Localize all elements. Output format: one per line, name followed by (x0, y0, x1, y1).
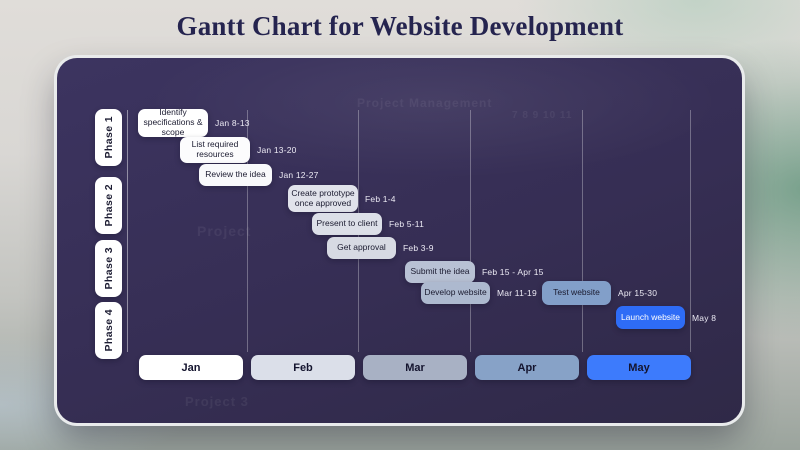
phase-label-phase-4[interactable]: Phase 4 (95, 302, 122, 359)
task-date-label: Feb 3-9 (403, 243, 434, 253)
month-gridline (690, 110, 691, 352)
task-bar-develop-website[interactable]: Develop website (421, 282, 490, 304)
task-date-label: Feb 15 - Apr 15 (482, 267, 544, 277)
month-cell-feb[interactable]: Feb (251, 355, 355, 380)
month-gridline (247, 110, 248, 352)
task-bar-identify-specifications-scope[interactable]: Identify specifications & scope (138, 107, 208, 137)
background-watermark: Project 3 (185, 394, 249, 409)
month-gridline (582, 110, 583, 352)
task-bar-present-to-client[interactable]: Present to client (312, 213, 382, 235)
phase-label-text: Phase 1 (102, 116, 115, 159)
phase-label-phase-3[interactable]: Phase 3 (95, 240, 122, 297)
month-cell-apr[interactable]: Apr (475, 355, 579, 380)
task-date-label: Jan 13-20 (257, 145, 297, 155)
month-cell-may[interactable]: May (587, 355, 691, 380)
task-date-label: Feb 5-11 (389, 219, 424, 229)
month-cell-mar[interactable]: Mar (363, 355, 467, 380)
phase-axis-line (127, 110, 128, 352)
task-bar-launch-website[interactable]: Launch website (616, 306, 685, 329)
task-date-label: May 8 (692, 312, 717, 323)
background-watermark: 7 8 9 10 11 (512, 110, 573, 121)
task-date-label: Apr 15-30 (618, 288, 658, 298)
task-date-label: Mar 11-19 (497, 288, 537, 298)
task-date-label: Jan 12-27 (279, 170, 319, 180)
background-watermark: Project (197, 223, 252, 239)
task-bar-review-the-idea[interactable]: Review the idea (199, 164, 272, 186)
task-bar-create-prototype-once-approved[interactable]: Create prototype once approved (288, 185, 358, 212)
task-bar-list-required-resources[interactable]: List required resources (180, 137, 250, 163)
month-cell-jan[interactable]: Jan (139, 355, 243, 380)
month-gridline (470, 110, 471, 352)
phase-label-text: Phase 4 (102, 309, 115, 352)
task-bar-get-approval[interactable]: Get approval (327, 237, 396, 259)
task-bar-test-website[interactable]: Test website (542, 281, 611, 305)
background-watermark: Project Management (357, 96, 493, 110)
phase-label-text: Phase 3 (102, 247, 115, 290)
phase-label-phase-1[interactable]: Phase 1 (95, 109, 122, 166)
task-date-label: Jan 8-13 (215, 118, 250, 128)
phase-label-phase-2[interactable]: Phase 2 (95, 177, 122, 234)
page-title: Gantt Chart for Website Development (176, 11, 624, 41)
phase-label-text: Phase 2 (102, 184, 115, 227)
task-date-label: Feb 1-4 (365, 193, 396, 204)
task-bar-submit-the-idea[interactable]: Submit the idea (405, 261, 475, 283)
